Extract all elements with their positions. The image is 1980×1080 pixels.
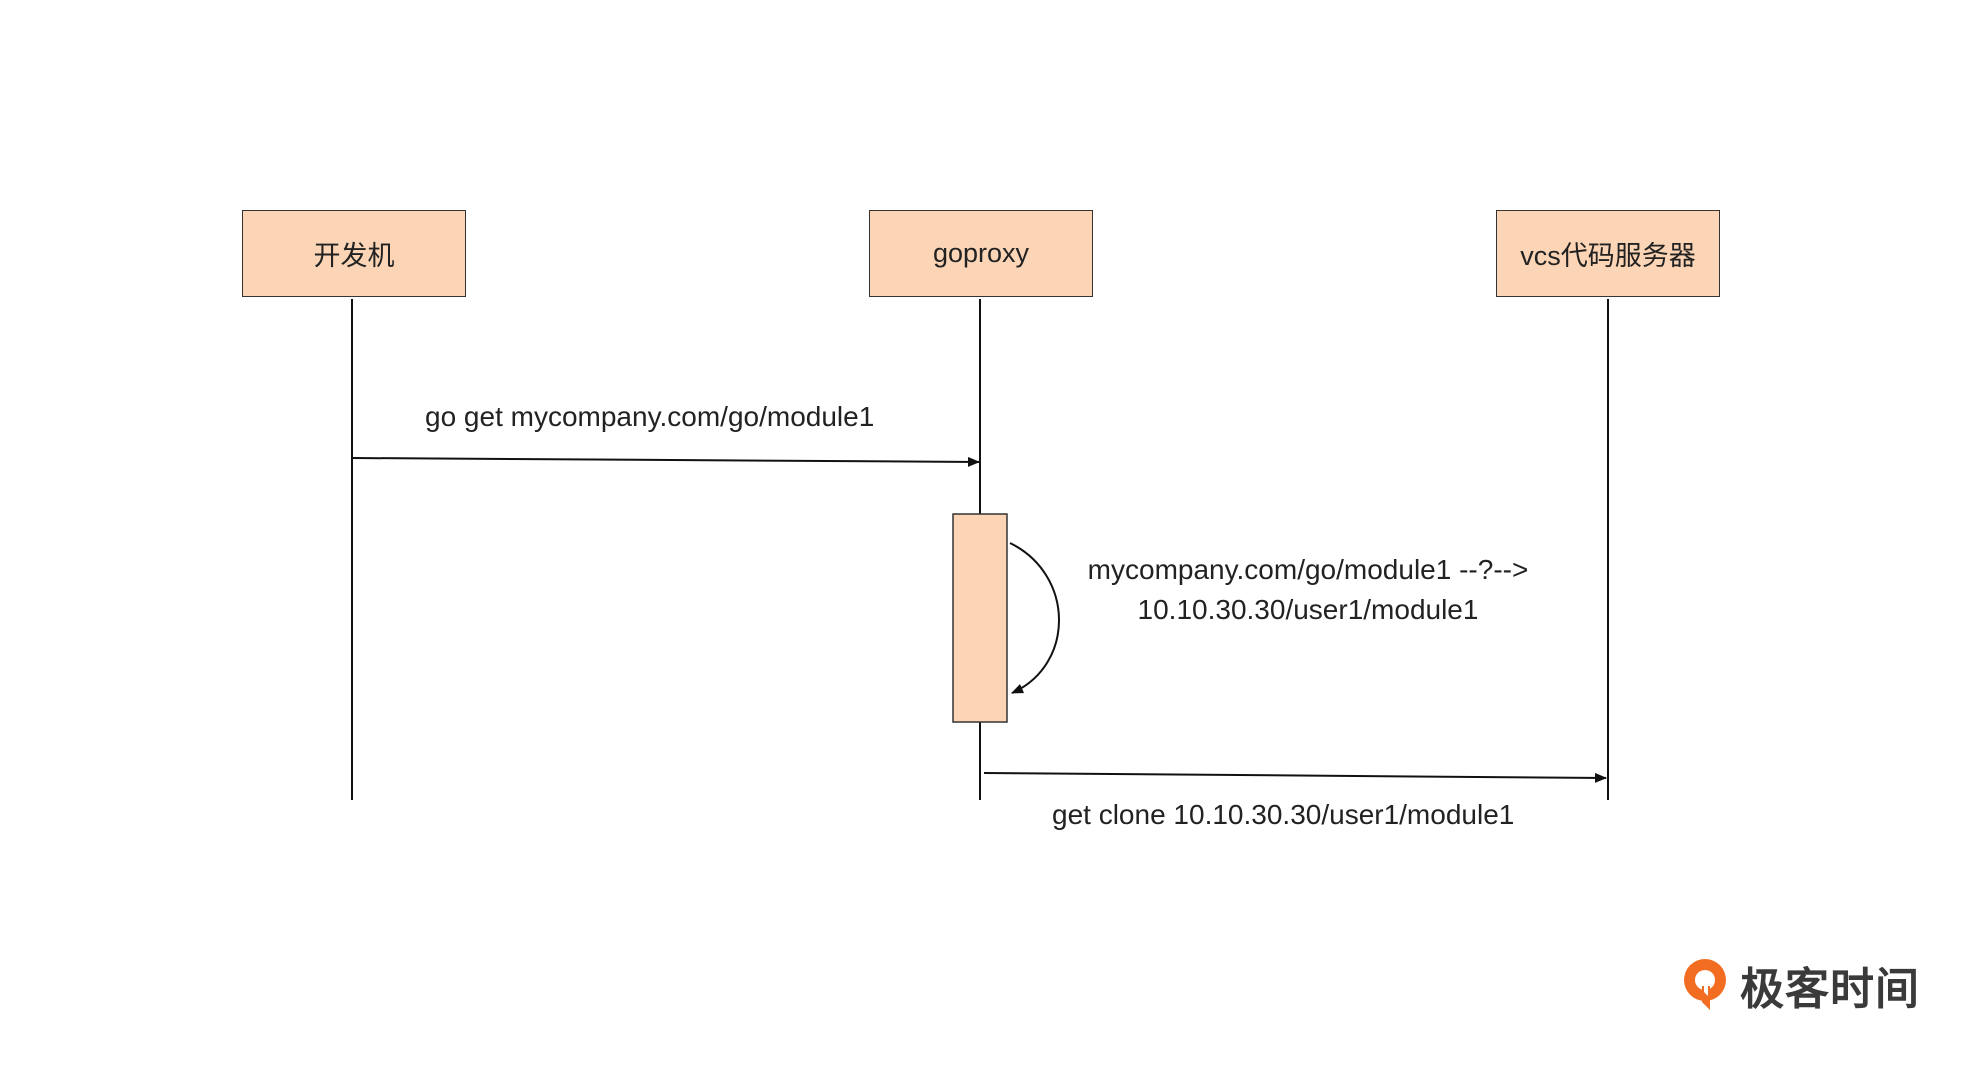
activation-box <box>952 513 1008 723</box>
actor-label-dev: 开发机 <box>313 241 395 271</box>
self-message-label: mycompany.com/go/module1 --?--> 10.10.30… <box>1048 550 1568 630</box>
message-arrow-3 <box>983 772 1607 783</box>
actor-label-vcs: vcs代码服务器 <box>1520 241 1696 271</box>
message-arrow-1 <box>351 456 980 467</box>
brand-name: 极客时间 <box>1740 964 1920 1015</box>
self-message-label-line2: 10.10.30.30/user1/module1 <box>1137 594 1479 625</box>
brand-logo: 极客时间 <box>1680 950 1920 1020</box>
message-label-3: get clone 10.10.30.30/user1/module1 <box>1052 799 1515 830</box>
self-message-label-line1: mycompany.com/go/module1 --?--> <box>1087 554 1529 585</box>
actor-label-proxy: goproxy <box>932 238 1030 268</box>
actor-box-vcs: vcs代码服务器 <box>1496 210 1720 297</box>
message-label-1: go get mycompany.com/go/module1 <box>425 401 875 432</box>
actor-box-dev: 开发机 <box>242 210 466 297</box>
actor-box-proxy: goproxy <box>869 210 1093 297</box>
self-message-arrow <box>1009 542 1060 694</box>
geektime-logo-icon <box>1684 959 1726 1010</box>
